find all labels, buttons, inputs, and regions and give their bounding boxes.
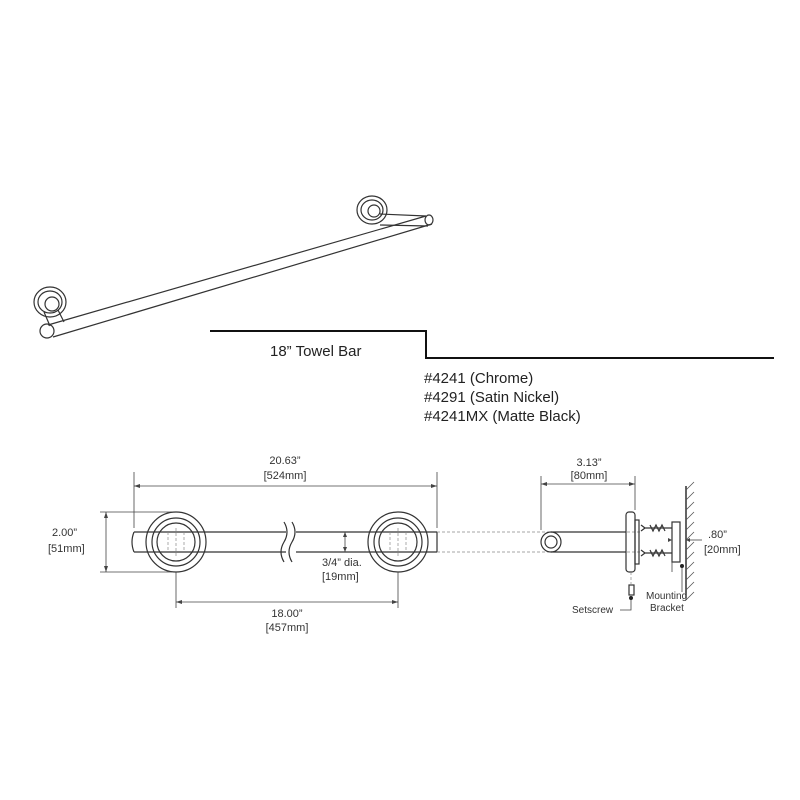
dim-height: 2.00” [51mm] [48, 511, 172, 573]
bar-diameter-imperial: 3/4” dia. [322, 557, 362, 569]
height-imperial: 2.00” [52, 527, 77, 539]
projection-metric: [80mm] [571, 470, 608, 482]
bracket-depth-imperial: .80” [708, 529, 727, 541]
title-leader-line [210, 330, 774, 359]
dim-overall-length: 20.63” [524mm] [133, 455, 438, 528]
center-to-center-imperial: 18.00” [271, 608, 303, 620]
finish-satin-nickel: #4291 (Satin Nickel) [424, 389, 559, 406]
projection-imperial: 3.13” [576, 457, 601, 469]
dim-bracket-depth: .80” [20mm] [668, 529, 741, 572]
finish-matte-black: #4241MX (Matte Black) [424, 408, 581, 425]
perspective-view [33, 195, 434, 339]
bar-diameter-metric: [19mm] [322, 571, 359, 583]
product-title: 18” Towel Bar [270, 343, 361, 360]
dim-center-to-center: 18.00” [457mm] [175, 572, 399, 634]
overall-length-metric: [524mm] [264, 470, 307, 482]
overall-length-imperial: 20.63” [269, 455, 301, 467]
side-elevation [540, 481, 695, 601]
mounting-bracket-callout: Mounting Bracket [646, 564, 687, 614]
setscrew-label: Setscrew [572, 605, 614, 616]
mounting-bracket-label-1: Mounting [646, 591, 687, 602]
height-metric: [51mm] [48, 543, 85, 555]
setscrew-callout: Setscrew [572, 596, 633, 616]
center-to-center-metric: [457mm] [266, 622, 309, 634]
dim-bar-diameter: 3/4” dia. [19mm] [322, 532, 362, 583]
mounting-bracket-label-2: Bracket [650, 603, 684, 614]
finish-chrome: #4241 (Chrome) [424, 370, 533, 387]
front-elevation [131, 511, 438, 573]
dim-projection: 3.13” [80mm] [540, 457, 636, 530]
bracket-depth-metric: [20mm] [704, 544, 741, 556]
